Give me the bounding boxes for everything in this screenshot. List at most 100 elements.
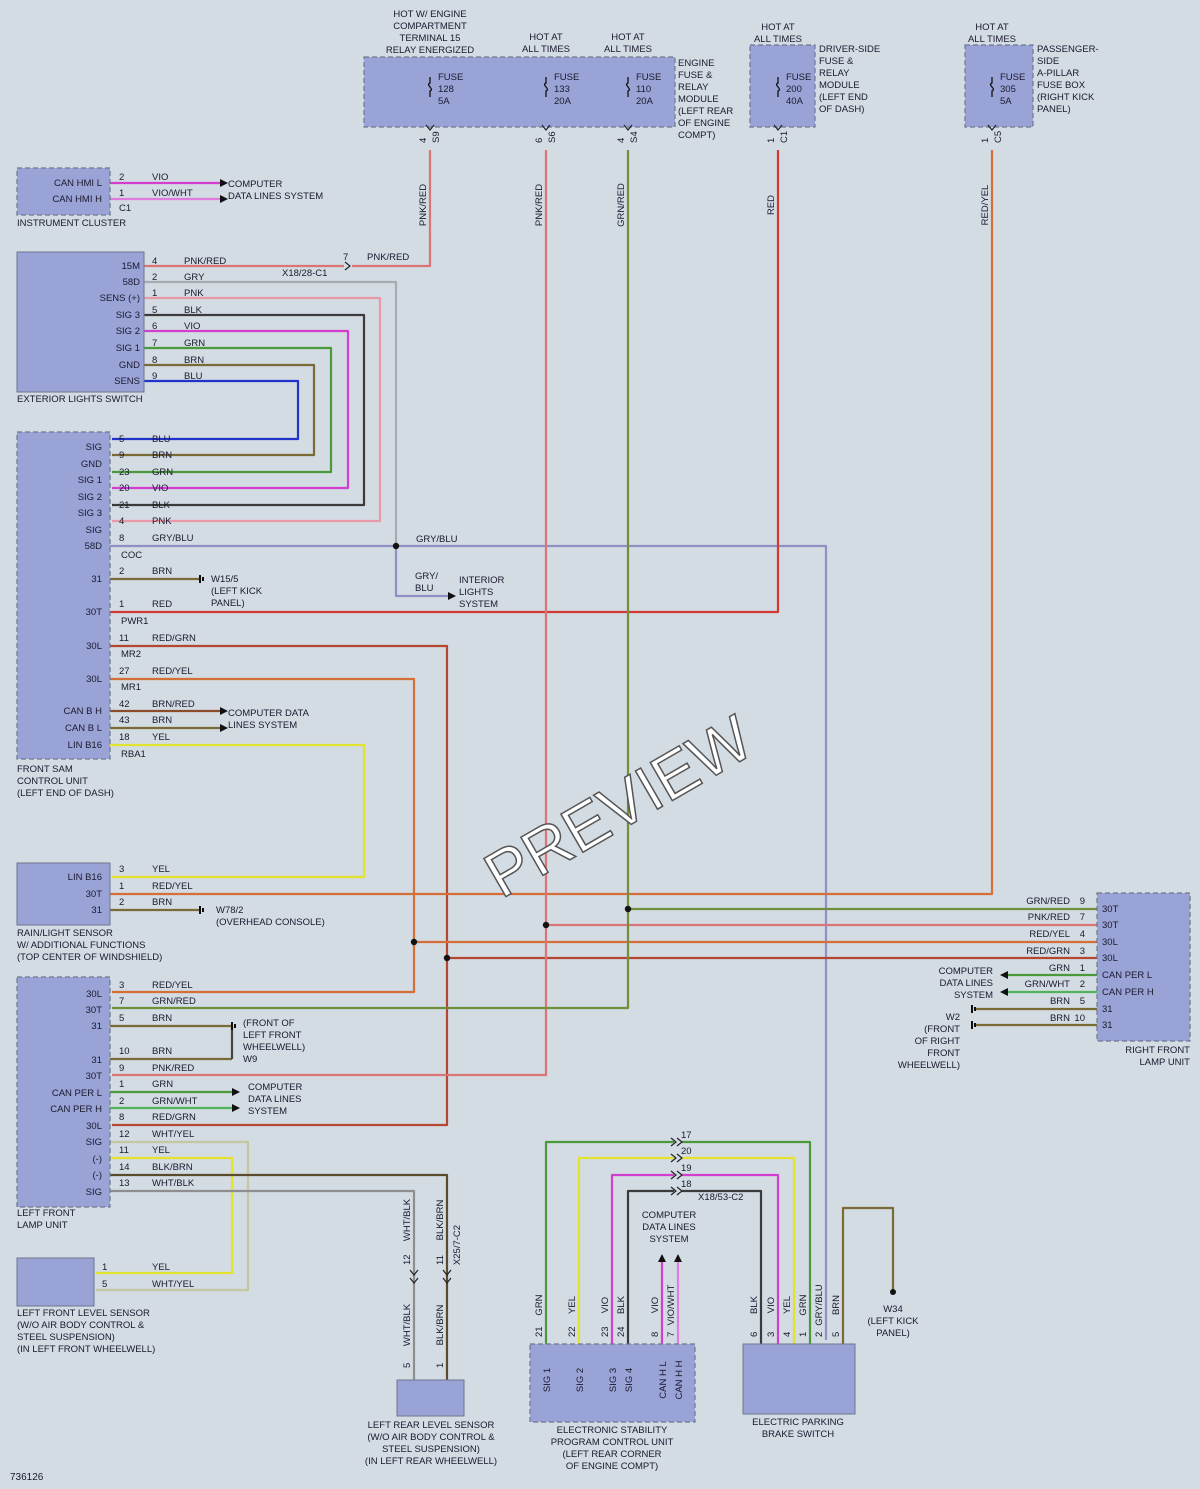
left-front-lamp-box bbox=[16, 976, 111, 1208]
pin-number: 3 bbox=[1080, 946, 1085, 957]
wire-color: GRN/RED bbox=[1026, 896, 1070, 907]
fuse-conn: C1 bbox=[779, 131, 790, 143]
els-wire bbox=[144, 280, 398, 546]
wire-color: GRY/BLU bbox=[416, 534, 458, 545]
wire-color: BLK/BRN bbox=[435, 1200, 446, 1241]
pin-label: 31 bbox=[91, 574, 102, 585]
arrow-head bbox=[220, 724, 228, 732]
driver-fuse-box-label: DRIVER-SIDE bbox=[819, 44, 880, 55]
connector-pin: 17 bbox=[681, 1130, 692, 1141]
fuse-header: HOT AT bbox=[611, 32, 645, 43]
esp-label: (LEFT REAR CORNER bbox=[562, 1449, 661, 1460]
wire-color: YEL bbox=[152, 1145, 170, 1156]
wire-color: GRN bbox=[152, 467, 173, 478]
connector-pin: 12 bbox=[402, 1254, 413, 1265]
fuse-conn: C5 bbox=[993, 131, 1004, 143]
fuse-symbol bbox=[989, 77, 995, 97]
connector-mark bbox=[773, 124, 783, 131]
right-front-lamp-label: LAMP UNIT bbox=[1139, 1057, 1190, 1068]
connector-pin: 7 bbox=[343, 252, 348, 263]
pin-number: 5 bbox=[102, 1279, 107, 1290]
pin-label: (-) bbox=[93, 1170, 103, 1181]
esp-wire bbox=[682, 1140, 812, 1344]
fuse-header: HOT AT bbox=[975, 22, 1009, 33]
pin-label: SIG bbox=[86, 1187, 102, 1198]
left-front-level-sensor-label: LEFT FRONT LEVEL SENSOR bbox=[17, 1308, 150, 1319]
esp-wire bbox=[682, 1189, 763, 1344]
pin-number: 2 bbox=[119, 897, 124, 908]
connector-mark bbox=[670, 1153, 677, 1163]
ground-label: PANEL) bbox=[876, 1328, 910, 1339]
connector-mark bbox=[676, 1186, 683, 1196]
wire-color: BRN bbox=[831, 1295, 842, 1315]
figure-id: 736126 bbox=[10, 1472, 44, 1483]
wire-color: WHT/BLK bbox=[402, 1198, 413, 1241]
splice-dot bbox=[443, 954, 451, 962]
wire-color: GRY/ bbox=[415, 571, 438, 582]
instrument-cluster-box bbox=[16, 167, 111, 216]
pin-number: 6 bbox=[152, 321, 157, 332]
pin-label: 30T bbox=[1102, 904, 1119, 915]
left-front-lamp-label: LEFT FRONT bbox=[17, 1208, 76, 1219]
fuse-header: COMPARTMENT bbox=[393, 21, 467, 32]
wire-color: WHT/BLK bbox=[402, 1303, 413, 1346]
destination-label: COMPUTER bbox=[642, 1210, 697, 1221]
ground-label: W34 bbox=[883, 1304, 903, 1315]
pin-number: 21 bbox=[534, 1326, 545, 1337]
pin-label: 58D bbox=[85, 541, 103, 552]
passenger-fuse-box-label: PANEL) bbox=[1037, 104, 1071, 115]
engine-fuse-box-label: ENGINE bbox=[678, 58, 714, 69]
pin-number: 2 bbox=[119, 566, 124, 577]
fuse-header: HOT AT bbox=[529, 32, 563, 43]
pin-number: 1 bbox=[119, 599, 124, 610]
wire-color: VIO bbox=[766, 1297, 777, 1313]
wire-color: BLK bbox=[616, 1295, 627, 1314]
pin-label: CAN B H bbox=[63, 706, 102, 717]
pin-label: SIG 4 bbox=[624, 1368, 635, 1392]
pin-label: 30L bbox=[86, 641, 102, 652]
esp-wire bbox=[626, 1189, 674, 1344]
front-sam-label: CONTROL UNIT bbox=[17, 776, 88, 787]
pin-label: 31 bbox=[91, 1021, 102, 1032]
pin-number: 22 bbox=[567, 1326, 578, 1337]
connector-label: MR2 bbox=[121, 649, 141, 660]
pin-label: 31 bbox=[91, 905, 102, 916]
wire-color: GRN bbox=[798, 1294, 809, 1315]
pin-label: SIG 3 bbox=[116, 310, 140, 321]
wire-color: BLU bbox=[152, 434, 171, 445]
engine-fuse-box-label: FUSE & bbox=[678, 70, 713, 81]
fuse-header: ALL TIMES bbox=[604, 44, 652, 55]
pin-number: 8 bbox=[119, 533, 124, 544]
splice-dot bbox=[410, 938, 418, 946]
els-wire bbox=[112, 296, 382, 523]
passenger-fuse-box-label: (RIGHT KICK bbox=[1037, 92, 1095, 103]
pin-number: 12 bbox=[119, 1129, 130, 1140]
rain-30t-wire bbox=[110, 150, 994, 896]
pin-number: 9 bbox=[119, 1063, 124, 1074]
wire-color: VIO/WHT bbox=[152, 188, 193, 199]
connector-mark bbox=[409, 1269, 419, 1276]
arrow-head bbox=[448, 592, 456, 600]
pin-label: CAN B L bbox=[65, 723, 102, 734]
destination-label: COMPUTER bbox=[248, 1082, 303, 1093]
pin-number: 5 bbox=[1080, 996, 1085, 1007]
wire-color: RED/GRN bbox=[152, 633, 196, 644]
destination-label: COMPUTER bbox=[228, 179, 283, 190]
left-front-level-sensor-label: STEEL SUSPENSION) bbox=[17, 1332, 115, 1343]
wire-color: GRN/WHT bbox=[152, 1096, 198, 1107]
wire-color: GRN bbox=[152, 1079, 173, 1090]
destination-label: DATA LINES bbox=[642, 1222, 696, 1233]
connector-pin: 20 bbox=[681, 1146, 692, 1157]
pin-label: SENS bbox=[114, 376, 140, 387]
wire-color: RED/YEL bbox=[152, 980, 193, 991]
fuse-label: 128 bbox=[438, 84, 454, 95]
pin-label: 30L bbox=[1102, 953, 1118, 964]
pin-number: 5 bbox=[402, 1363, 413, 1368]
rain-sensor-label: (TOP CENTER OF WINDSHIELD) bbox=[17, 952, 162, 963]
fuse-label: 110 bbox=[636, 84, 651, 95]
fuse-header: TERMINAL 15 bbox=[400, 33, 461, 44]
pin-number: 8 bbox=[119, 1112, 124, 1123]
wire-color: WHT/YEL bbox=[152, 1279, 194, 1290]
wire-color: BLK/BRN bbox=[152, 1162, 193, 1173]
pin-number: 14 bbox=[119, 1162, 130, 1173]
